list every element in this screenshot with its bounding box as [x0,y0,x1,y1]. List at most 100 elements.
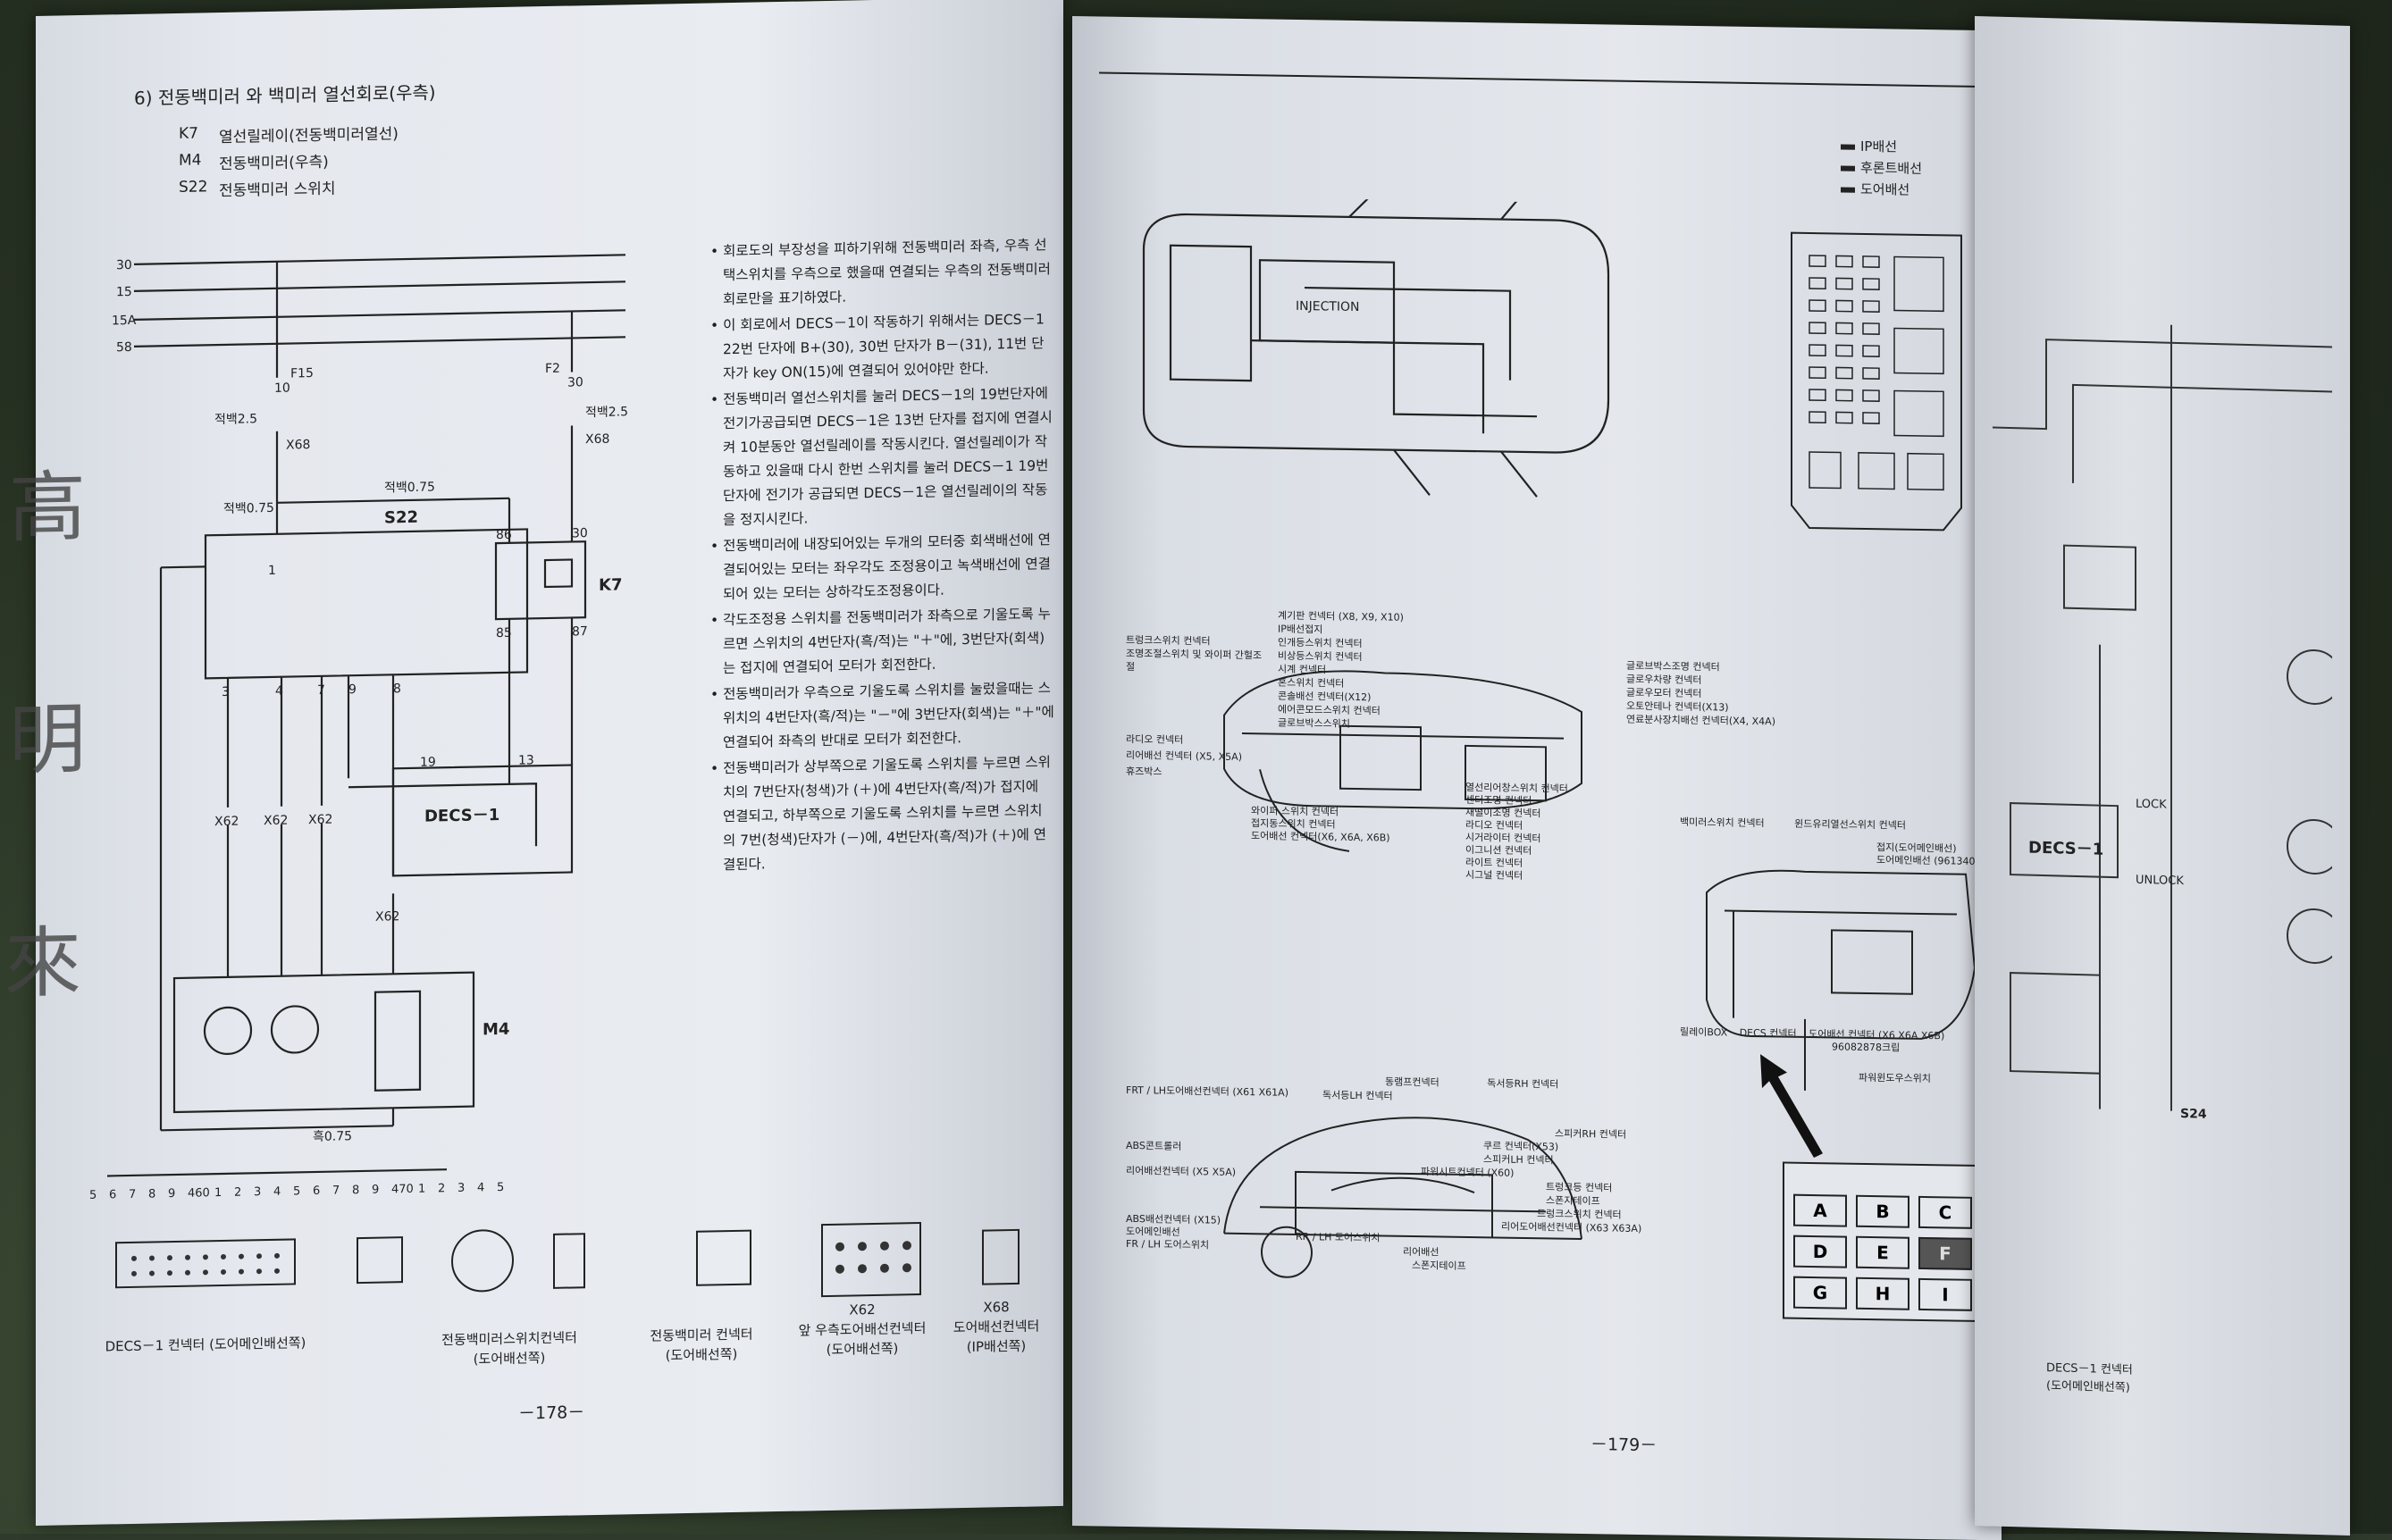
ground-scale: 5 6 7 8 9 460 1 2 3 4 5 6 7 8 9 470 1 2 … [89,1181,504,1202]
term-86: 86 [496,528,512,542]
dash-label-column-bottom-right: 열선리어창스위치 컨넥터 센터조명 컨넥터 재떨이조명 컨넥터 라디오 컨넥터 … [1465,781,1568,882]
dash-label-column-bottom-left: 라디오 컨넥터 리어배선 컨넥터 (X5, X5A) 휴즈박스 [1126,732,1243,778]
instruction-7: • 전동백미러가 상부쪽으로 기울도록 스위치를 누르면 스위치의 7번단자(청… [710,754,1051,874]
arrow-icon [1760,1054,1823,1159]
k7-label: K7 [599,575,622,595]
next-decs-label: DECS－1 [2028,838,2104,859]
fuse-label-f2: F2 [545,362,560,376]
open-manual: 高 明 來 6) 전동백미러 와 백미러 열선회로(우측) K7 열선릴레이(전… [4,0,2350,1540]
next-page: DECS－1 LOCK UNLOCK S24 DECS－1 컨넥터 (도어메인배… [1975,16,2350,1536]
car-top-view-diagram: INJECTION [1142,195,1610,498]
caption-x62: X62 앞 우측도어배선컨넥터 (도어배선쪽) [798,1301,927,1359]
relay-g: G [1793,1276,1847,1310]
caption-x68: X68 도어배선컨넥터 (IP배선쪽) [953,1299,1040,1355]
section-title: 6) 전동백미러 와 백미러 열선회로(우측) [134,81,436,109]
svg-text:470: 470 [391,1183,414,1196]
caption-mirror-switch: 전동백미러스위치컨넥터 (도어배선쪽) [441,1329,577,1368]
next-lock-label: LOCK [2136,797,2167,812]
wire-label-5: 적백2.5 [585,405,628,420]
svg-text:8: 8 [148,1187,155,1201]
left-page: 高 明 來 6) 전동백미러 와 백미러 열선회로(우측) K7 열선릴레이(전… [4,0,1063,1527]
wire-label-2: X68 [286,438,310,453]
next-s24-label: S24 [2180,1107,2207,1122]
svg-text:7: 7 [129,1188,136,1201]
instruction-6: • 전동백미러가 우측으로 기울도록 스위치를 눌렀을때는 스위치의 4번단자(… [710,680,1054,751]
fuse-box-diagram [1791,231,1962,531]
svg-text:6: 6 [313,1184,320,1198]
next-page-wiring [1993,324,2332,1111]
door-labels-bottom: 릴레이BOX DECS 컨넥터 도어배선 컨넥터 (X6 X6A X6B) 96… [1680,1025,1945,1085]
svg-text:2: 2 [438,1182,445,1195]
svg-text:4: 4 [273,1185,281,1199]
rear-labels-top: 동램프컨넥터 독서등RH 컨넥터 독서등LH 컨넥터 [1322,1075,1559,1102]
margin-handwriting-1: 高 [9,462,86,554]
term-30-k7: 30 [572,526,588,540]
term-85: 85 [496,626,512,640]
wiring-diagram: 30 15 15A 58 F15 F2 적백2.5 X68 적백0.75 적백0… [89,254,628,1202]
door-panel-diagram [1706,869,1977,1091]
svg-text:9: 9 [168,1187,175,1201]
s22-label: S22 [384,508,418,528]
svg-text:8: 8 [352,1184,359,1197]
svg-text:7: 7 [332,1184,340,1197]
bus-label-30: 30 [116,258,132,272]
bus-label-58: 58 [116,340,132,355]
wire-label-3: 적백0.75 [384,480,435,495]
term-1: 1 [268,564,276,578]
car-rear-diagram [1223,1117,1582,1278]
legend-desc-s22: 전동백미러 스위치 [219,180,336,201]
term-8: 8 [393,682,401,696]
term-30: 30 [567,375,583,389]
wire-label-x68b: X68 [585,432,609,448]
term-87: 87 [572,624,588,639]
right-page: IP배선 후론트배선 도어배선 INJECTION [1072,16,2002,1540]
wire-label-bottom: 흑0.75 [313,1128,352,1144]
relay-h: H [1856,1276,1909,1310]
term-13: 13 [518,753,534,767]
wire-label-4: 적백0.75 [223,501,274,516]
decs-label: DECS－1 [424,806,499,826]
wire-label-1: 적백2.5 [214,412,257,427]
term-19: 19 [420,755,436,769]
instruction-4: • 전동백미러에 내장되어있는 두개의 모터중 회색배선에 연결되어있는 모터는… [710,531,1051,603]
wire-label-x62-3: X62 [308,813,332,828]
relay-e: E [1856,1235,1909,1269]
rear-labels-right: 스피커RH 컨넥터 쿠르 컨넥터(X53) 스피커LH 컨넥터 파워시트컨넥터 … [1296,1127,1642,1272]
relay-grid: A B C D E F G H I [1783,1161,1983,1323]
door-labels-top: 백미러스위치 컨넥터 윈드유리열선스위치 컨넥터 [1680,816,1907,832]
caption-mirror: 전동백미러 컨넥터 (도어배선쪽) [650,1326,753,1364]
wire-label-x62-4: X62 [375,909,399,925]
legend-desc-k7: 열선릴레이(전동백미러열선) [219,125,399,147]
instruction-3: • 전동백미러 열선스위치를 눌러 DECS－1의 19번단자에 전기가공급되면… [710,385,1053,529]
next-caption-2: (도어메인배선쪽) [2046,1379,2130,1395]
svg-text:1: 1 [418,1183,425,1196]
bus-label-15: 15 [116,285,132,299]
term-4: 4 [275,684,283,699]
relay-i: I [1918,1277,1972,1311]
term-10: 10 [274,381,290,396]
instruction-text: • 회로도의 부장성을 피하기위해 전동백미러 좌측, 우측 선택스위치를 우측… [710,233,1054,879]
legend-code-s22: S22 [179,178,208,197]
svg-text:5: 5 [497,1181,504,1194]
legend-desc-m4: 전동백미러(우측) [219,153,329,174]
relay-a: A [1793,1193,1847,1227]
dash-label-column-left: 트렁크스위치 컨넥터 조명조절스위치 및 와이퍼 간헐조절 [1126,633,1263,674]
harness-legend: IP배선 후론트배선 도어배선 [1841,136,1922,201]
svg-text:1: 1 [214,1186,222,1200]
relay-f: F [1918,1236,1972,1270]
svg-text:4: 4 [477,1181,484,1194]
margin-handwriting-3: 來 [4,918,81,1009]
bus-label-15a: 15A [112,314,137,329]
top-rule [1099,71,1975,88]
rear-labels-left: FRT / LH도어배선컨넥터 (X61 X61A) ABS콘트롤러 리어배선컨… [1126,1084,1288,1251]
instruction-5: • 각도조정용 스위치를 전동백미러가 좌측으로 기울도록 누르면 스위치의 4… [710,606,1051,677]
svg-text:3: 3 [254,1185,261,1199]
dash-label-column-top: 계기판 컨넥터 (X8, X9, X10) IP배선접지 인개등스위치 컨넥터 … [1278,609,1404,730]
svg-text:9: 9 [372,1184,379,1197]
legend-code-m4: M4 [179,151,202,170]
term-3: 3 [222,685,230,699]
term-9: 9 [348,682,357,697]
relay-d: D [1793,1235,1847,1268]
svg-text:6: 6 [109,1188,116,1201]
connector-drawings [115,1221,1020,1298]
